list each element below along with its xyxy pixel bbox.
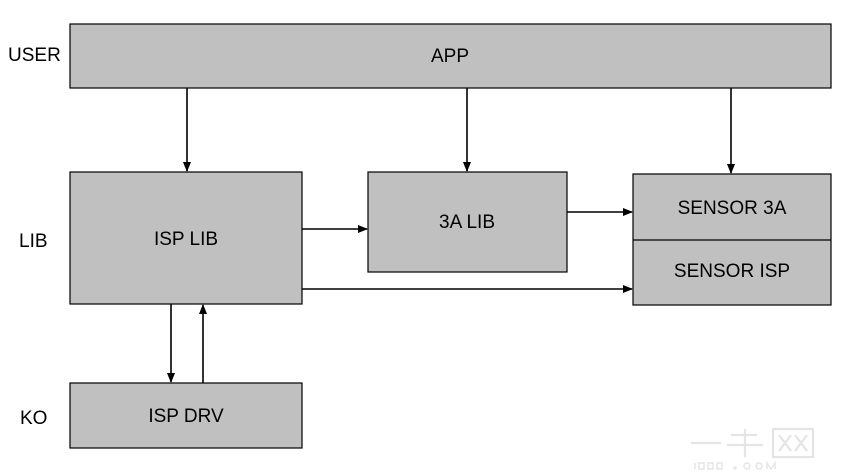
- watermark-logo: [691, 427, 815, 471]
- layer-label-user: USER: [8, 45, 61, 66]
- sensor-box: SENSOR 3A SENSOR ISP: [632, 173, 832, 306]
- isp-drv-box: ISP DRV: [69, 382, 303, 449]
- sensor-isp-label: SENSOR ISP: [674, 261, 790, 282]
- layer-label-ko: KO: [20, 408, 47, 429]
- app-label: APP: [431, 46, 469, 67]
- isp-drv-label: ISP DRV: [148, 406, 224, 427]
- layer-label-lib: LIB: [19, 231, 48, 252]
- isp-lib-label: ISP LIB: [154, 229, 218, 250]
- isp-lib-box: ISP LIB: [69, 171, 303, 305]
- three-a-lib-label: 3A LIB: [439, 212, 495, 233]
- app-box: APP: [69, 23, 832, 89]
- sensor-3a-label: SENSOR 3A: [678, 198, 787, 219]
- three-a-lib-box: 3A LIB: [367, 171, 568, 273]
